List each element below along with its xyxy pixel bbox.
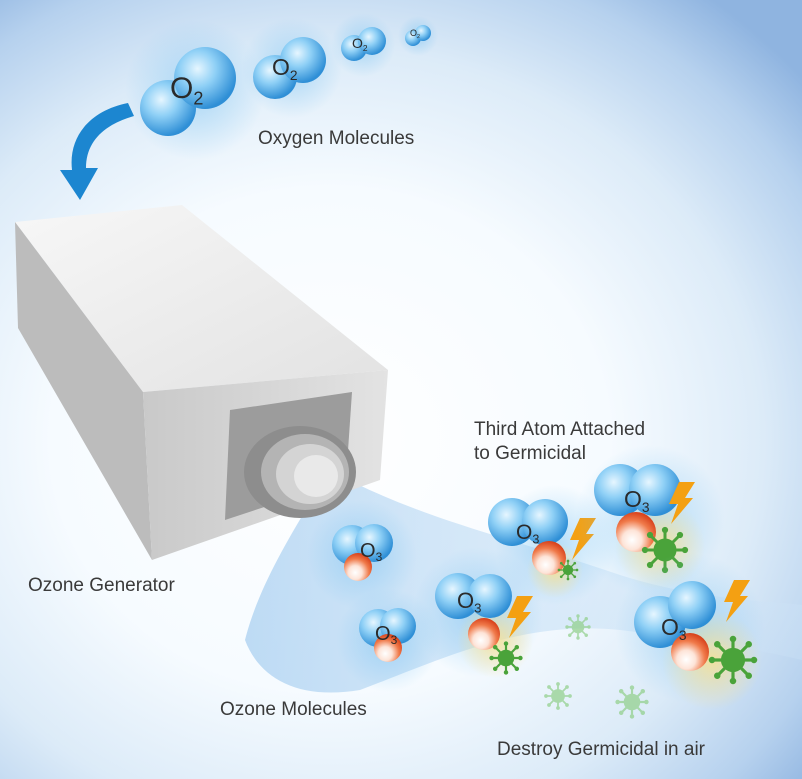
oxygen-molecule-3 (331, 13, 395, 77)
ozone-formula-2: O3 (375, 623, 398, 648)
germ-icon (614, 684, 650, 720)
germ-icon (707, 634, 759, 686)
oxygen-formula-3: O2 (352, 35, 368, 53)
ozone-formula-5: O3 (457, 588, 482, 616)
oxygen-molecule-4 (398, 16, 438, 56)
destroy-germicidal-label: Destroy Germicidal in air (497, 739, 705, 760)
oxygen-molecules-label: Oxygen Molecules (258, 128, 415, 149)
ozone-molecules-label: Ozone Molecules (220, 699, 367, 720)
third-atom-label-line2: to Germicidal (474, 443, 586, 464)
germ-icon (488, 640, 524, 676)
oxygen-formula-1: O2 (170, 72, 204, 109)
ozone-molecule-1 (307, 500, 417, 610)
ozone-formula-6: O3 (661, 614, 687, 643)
germ-icon (543, 681, 573, 711)
third-atom-label-line1: Third Atom Attached (474, 419, 646, 440)
oxygen-formula-2: O2 (272, 54, 298, 83)
ozone-formula-4: O3 (624, 486, 650, 515)
oxygen-molecule-2 (242, 18, 342, 118)
ozone-germ-pair-4 (615, 553, 765, 710)
curved-arrow-icon (60, 103, 134, 200)
ozone-formula-1: O3 (360, 540, 383, 565)
germ-icon (557, 559, 579, 581)
ozone-generator-label: Ozone Generator (28, 575, 175, 596)
ozone-formula-3: O3 (516, 521, 540, 547)
oxygen-formula-4: O2 (410, 28, 421, 40)
germ-icon (564, 613, 592, 641)
ozone-generator-box (15, 205, 388, 560)
ozone-germ-pair-3 (413, 547, 543, 678)
oxygen-molecule-1 (125, 20, 265, 160)
